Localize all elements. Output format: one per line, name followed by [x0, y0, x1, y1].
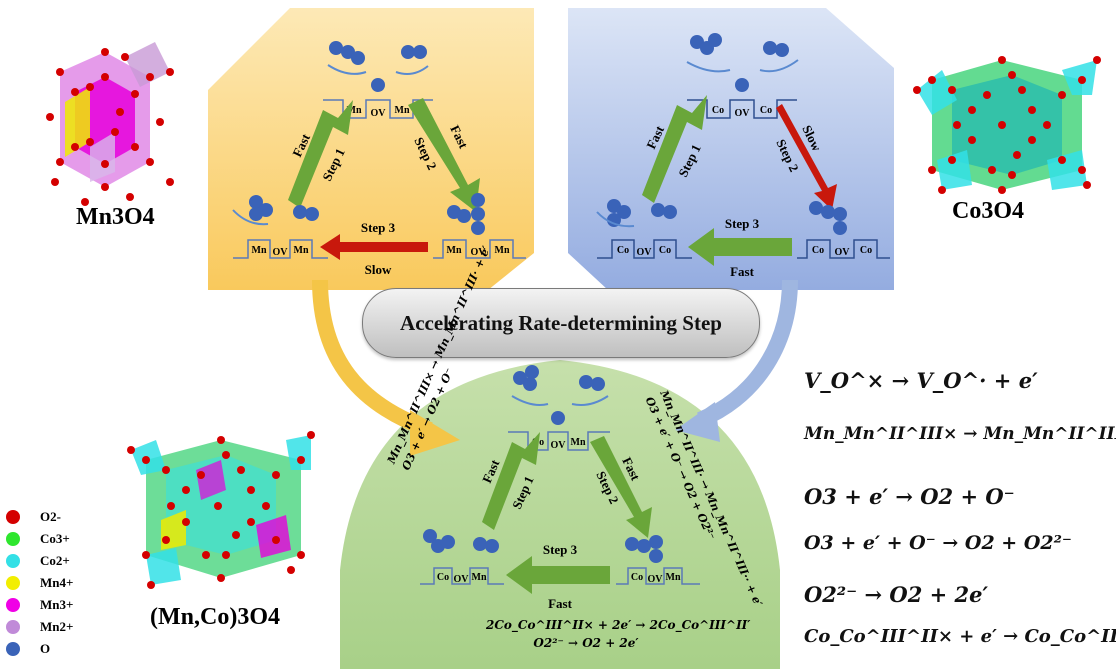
- mn3o4-label: Mn3O4: [76, 204, 155, 230]
- legend-item: Mn2+: [6, 616, 73, 638]
- svg-text:Mn: Mn: [252, 245, 267, 256]
- mnco3o4-crystal-structure: [127, 431, 315, 589]
- mnco3o4-label: (Mn,Co)3O4: [150, 604, 280, 630]
- mix-cycle: Co OV Mn Fast Step 1 Fast Step 2 Co OV M…: [420, 365, 700, 611]
- svg-text:Step 1: Step 1: [319, 146, 348, 183]
- equation-3: O3 + e′ → O2 + O⁻: [804, 484, 1015, 509]
- mix-eq-bottom-2: O2²⁻ → O2 + 2e′: [533, 636, 639, 650]
- svg-text:OV: OV: [735, 108, 751, 119]
- legend: O2- Co3+ Co2+ Mn4+ Mn3+ Mn2+ O: [0, 498, 140, 668]
- accelerating-banner: Accelerating Rate-determining Step: [362, 288, 760, 358]
- svg-text:Mn: Mn: [347, 105, 362, 116]
- svg-text:Mn: Mn: [294, 245, 309, 256]
- svg-text:Mn: Mn: [447, 245, 462, 256]
- equation-1: V_O^× → V_O^· + e′: [804, 368, 1038, 393]
- svg-text:OV: OV: [371, 108, 387, 119]
- mix-bottom-equations: 2Co_Co^III^II× + 2e′ → 2Co_Co^III^II′ O2…: [486, 616, 751, 652]
- mn3o4-crystal-structure: [46, 42, 174, 206]
- co3o4-crystal-structure: [913, 56, 1101, 194]
- svg-text:Co: Co: [712, 105, 724, 116]
- svg-text:Step 3: Step 3: [361, 220, 396, 235]
- svg-text:Fast: Fast: [447, 123, 471, 152]
- svg-text:Fast: Fast: [548, 596, 573, 611]
- svg-text:Mn: Mn: [395, 105, 410, 116]
- svg-text:Co: Co: [659, 245, 671, 256]
- svg-text:Co: Co: [631, 572, 643, 583]
- svg-text:Mn: Mn: [571, 437, 586, 448]
- svg-text:OV: OV: [648, 574, 664, 585]
- legend-item: O: [6, 638, 50, 660]
- svg-text:OV: OV: [471, 247, 487, 258]
- curved-arrows: [312, 280, 798, 456]
- svg-text:OV: OV: [551, 440, 567, 451]
- svg-text:Co: Co: [617, 245, 629, 256]
- svg-text:Slow: Slow: [365, 262, 392, 277]
- svg-text:Step 3: Step 3: [725, 216, 760, 231]
- svg-text:OV: OV: [454, 574, 470, 585]
- mix-eq-bottom-1: 2Co_Co^III^II× + 2e′ → 2Co_Co^III^II′: [486, 618, 751, 632]
- equation-6: Co_Co^III^II× + e′ → Co_Co^III^II′: [804, 626, 1116, 647]
- svg-text:Co: Co: [812, 245, 824, 256]
- svg-text:Mn: Mn: [666, 572, 681, 583]
- svg-text:Mn: Mn: [495, 245, 510, 256]
- svg-text:OV: OV: [637, 247, 653, 258]
- mn-cycle: Mn OV Mn Fast Step 1 Fast Step 2 Mn OV M…: [232, 41, 526, 277]
- svg-text:Step 3: Step 3: [543, 542, 578, 557]
- svg-text:Fast: Fast: [730, 264, 755, 279]
- svg-text:Mn: Mn: [472, 572, 487, 583]
- svg-text:OV: OV: [835, 247, 851, 258]
- legend-item: Co3+: [6, 528, 70, 550]
- svg-text:Co: Co: [760, 105, 772, 116]
- mn-reaction-panel: [208, 8, 534, 290]
- legend-item: O2-: [6, 506, 61, 528]
- co-reaction-panel: [568, 8, 894, 290]
- equation-5: O2²⁻ → O2 + 2e′: [804, 582, 989, 607]
- svg-text:Co: Co: [860, 245, 872, 256]
- co-cycle: Co OV Co Fast Step 1 Slow Step 2 Co OV C…: [596, 33, 890, 279]
- equation-4: O3 + e′ + O⁻ → O2 + O2²⁻: [804, 532, 1072, 554]
- svg-text:Co: Co: [437, 572, 449, 583]
- legend-item: Co2+: [6, 550, 70, 572]
- svg-text:OV: OV: [273, 247, 289, 258]
- equation-2: Mn_Mn^II^III× → Mn_Mn^II^III· + e′: [804, 424, 1116, 444]
- svg-text:Step 1: Step 1: [675, 142, 704, 179]
- legend-item: Mn4+: [6, 572, 73, 594]
- co3o4-label: Co3O4: [952, 198, 1024, 224]
- legend-item: Mn3+: [6, 594, 73, 616]
